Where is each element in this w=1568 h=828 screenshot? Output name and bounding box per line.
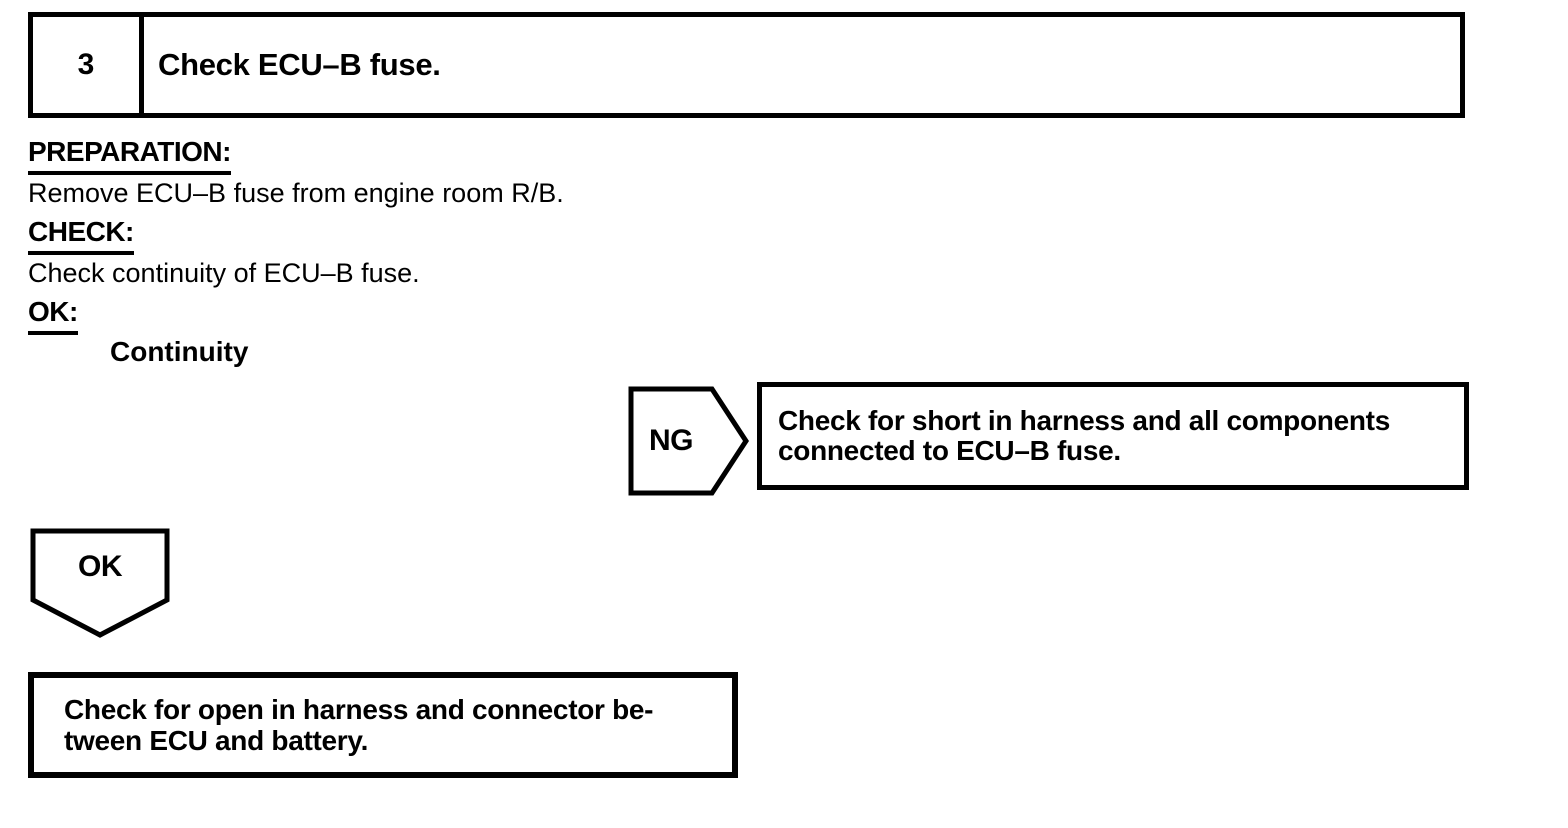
step-title-cell: Check ECU–B fuse. [144, 17, 1460, 113]
ok-connector: OK [30, 528, 170, 638]
preparation-text: Remove ECU–B fuse from engine room R/B. [28, 178, 564, 208]
ng-connector-label: NG [649, 424, 694, 457]
step-title: Check ECU–B fuse. [158, 47, 441, 82]
ng-connector: NG [628, 386, 750, 496]
ok-action-box: Check for open in harness and connector … [28, 672, 738, 778]
ng-action-box: Check for short in harness and all compo… [757, 382, 1469, 490]
ng-action-line-2: connected to ECU–B fuse. [778, 435, 1121, 466]
step-header-box: 3 Check ECU–B fuse. [28, 12, 1465, 118]
preparation-heading-line: PREPARATION: [28, 136, 231, 176]
ng-pentagon-icon [628, 386, 749, 496]
ok-value: Continuity [110, 336, 249, 367]
step-number: 3 [77, 48, 95, 81]
ok-action-line-2: tween ECU and battery. [64, 725, 369, 756]
check-heading: CHECK: [28, 216, 134, 256]
ok-heading: OK: [28, 296, 78, 336]
check-heading-line: CHECK: [28, 216, 134, 256]
ok-pentagon-shape [30, 528, 170, 638]
ok-pentagon-icon [30, 528, 170, 638]
preparation-heading: PREPARATION: [28, 136, 231, 176]
ok-heading-line: OK: [28, 296, 78, 336]
ok-connector-label: OK [78, 550, 123, 583]
ng-pentagon-shape [628, 386, 749, 496]
step-number-cell: 3 [33, 17, 144, 113]
ok-action-line-1: Check for open in harness and connector … [64, 694, 654, 725]
check-text: Check continuity of ECU–B fuse. [28, 258, 420, 288]
ng-action-line-1: Check for short in harness and all compo… [778, 405, 1390, 436]
